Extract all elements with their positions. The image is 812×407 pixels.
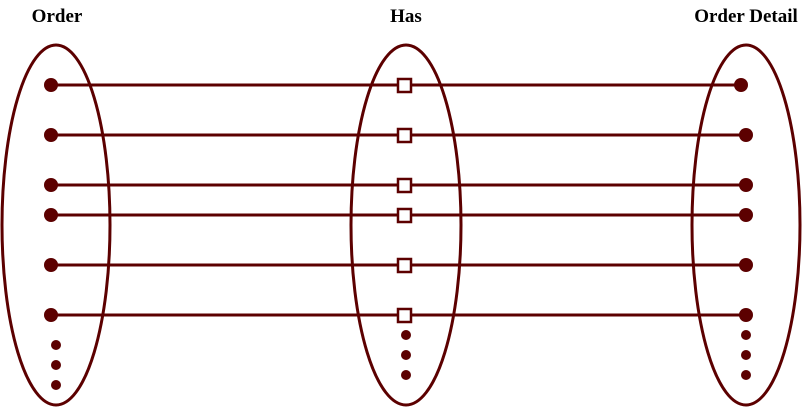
order-element-4 (44, 208, 58, 222)
has-ellipsis-dot-3 (401, 370, 411, 380)
order-elements (44, 78, 58, 322)
order-detail-ellipsis-dot-2 (741, 350, 751, 360)
order-detail-element-3 (739, 178, 753, 192)
has-element-4 (396, 207, 413, 224)
order-ellipsis-dot-2 (51, 360, 61, 370)
order-detail-element-2 (739, 128, 753, 142)
has-element-2 (396, 127, 413, 144)
has-set-label: Has (390, 6, 422, 27)
order-ellipsis (51, 340, 61, 390)
order-element-6 (44, 308, 58, 322)
order-element-1 (44, 78, 58, 92)
has-set-ellipse (349, 43, 463, 407)
has-elements (396, 77, 413, 324)
has-element-6 (396, 307, 413, 324)
order-element-5 (44, 258, 58, 272)
has-ellipsis-dot-1 (401, 330, 411, 340)
has-element-3 (396, 177, 413, 194)
order-detail-element-5 (739, 258, 753, 272)
order-set-ellipse (0, 43, 112, 407)
order-detail-set-label: Order Detail (694, 6, 798, 27)
has-element-5 (396, 257, 413, 274)
order-detail-set-ellipse (690, 43, 802, 407)
has-ellipsis (401, 330, 411, 380)
has-element-1 (396, 77, 413, 94)
mapping-lines (51, 83, 746, 317)
order-ellipsis-dot-3 (51, 380, 61, 390)
order-set-label: Order (32, 6, 83, 27)
order-detail-element-4 (739, 208, 753, 222)
order-element-2 (44, 128, 58, 142)
order-detail-ellipsis-dot-1 (741, 330, 751, 340)
has-ellipsis-dot-2 (401, 350, 411, 360)
order-detail-elements (734, 78, 753, 322)
order-element-3 (44, 178, 58, 192)
order-detail-ellipsis-dot-3 (741, 370, 751, 380)
order-detail-element-6 (739, 308, 753, 322)
order-detail-ellipsis (741, 330, 751, 380)
order-ellipsis-dot-1 (51, 340, 61, 350)
order-detail-element-1 (734, 78, 748, 92)
